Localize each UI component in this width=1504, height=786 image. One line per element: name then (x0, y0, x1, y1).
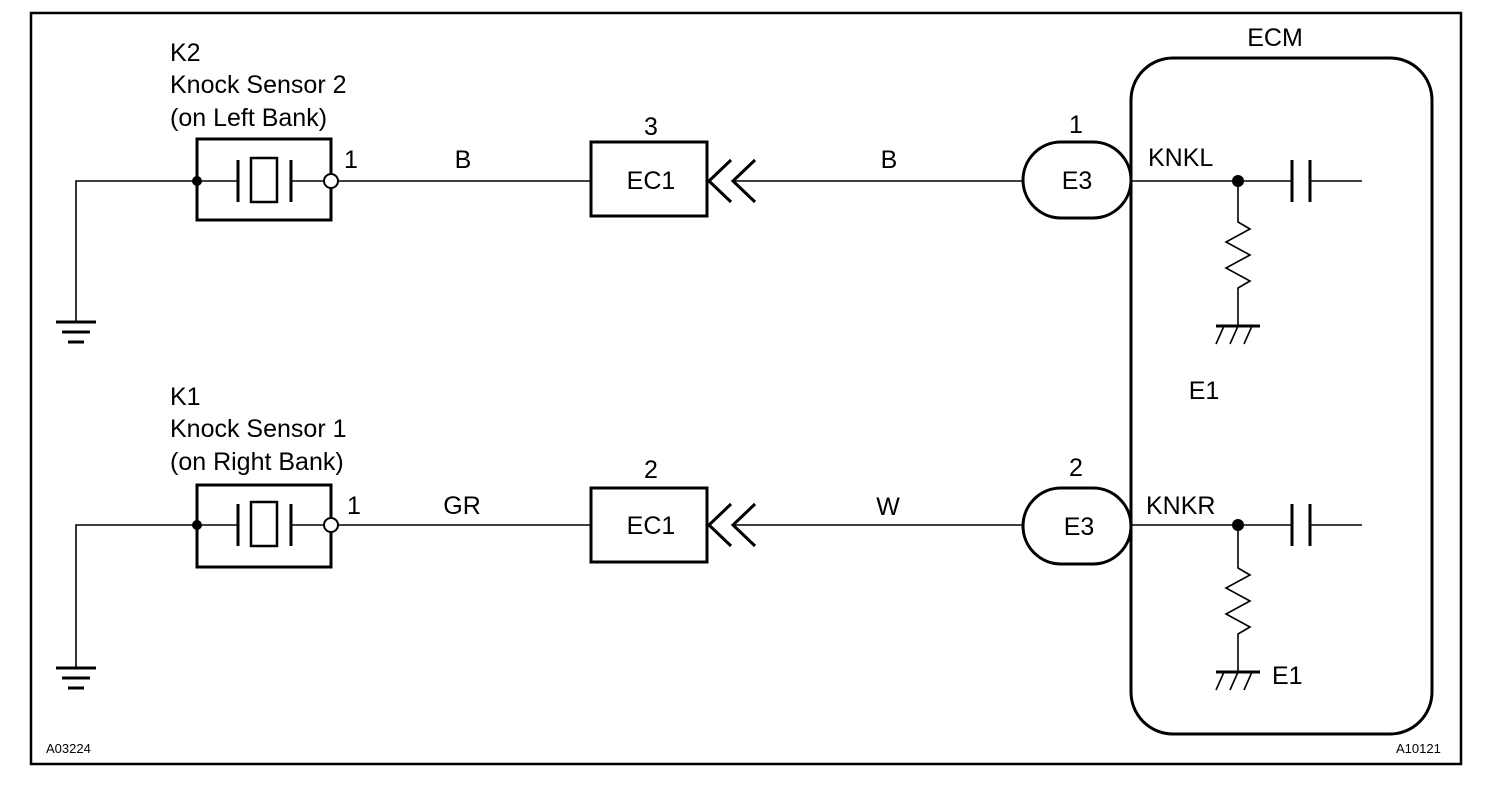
sensor-terminal (323, 517, 339, 533)
piezo-crystal-icon (236, 500, 293, 548)
ecm-ground-mid-label: E1 (1189, 377, 1220, 405)
chassis-ground-icon (1215, 324, 1260, 345)
capacitor-icon (1290, 504, 1312, 546)
ecm-unit (1129, 56, 1434, 736)
ecm-title: ECM (1247, 24, 1303, 52)
resistor-icon (1224, 525, 1252, 672)
sensor2-pin: 1 (344, 146, 358, 174)
piezo-crystal-icon (236, 156, 293, 204)
connector-bottom-wire-color: W (876, 493, 900, 521)
ground-symbol-bottom-left (56, 666, 96, 690)
sensor1-name: Knock Sensor 1 (170, 415, 347, 443)
sensor1-id: K1 (170, 383, 201, 411)
ecm-conn-top-pin: 1 (1069, 111, 1083, 139)
connector-bottom-pin: 2 (644, 456, 658, 484)
knock-sensor-2-circuit (56, 137, 1133, 344)
connector-top-wire-color: B (881, 146, 898, 174)
capacitor-icon (1290, 160, 1312, 202)
ecm-conn-top-name: E3 (1062, 167, 1093, 195)
ecm-box (1129, 56, 1434, 736)
connector-top-name: EC1 (627, 167, 676, 195)
junction-dot (192, 176, 202, 186)
figure-code-right: A10121 (1396, 741, 1441, 756)
diagram-frame (29, 11, 1463, 766)
connector-bottom-name: EC1 (627, 512, 676, 540)
sensor1-wire-color: GR (443, 492, 481, 520)
sensor1-pin: 1 (347, 492, 361, 520)
ecm-ground-bottom-label: E1 (1272, 662, 1303, 690)
ecm-conn-bottom-pin: 2 (1069, 454, 1083, 482)
sensor2-wire-color: B (455, 146, 472, 174)
resistor-icon (1224, 181, 1252, 326)
knock-sensor-1-circuit (56, 483, 1133, 690)
sensor2-id: K2 (170, 39, 201, 67)
ecm-signal-knkr: KNKR (1146, 492, 1215, 520)
sensor-terminal (323, 173, 339, 189)
chassis-ground-icon (1215, 670, 1260, 691)
ecm-conn-bottom-name: E3 (1064, 513, 1095, 541)
sensor1-location: (on Right Bank) (170, 448, 344, 476)
sensor2-name: Knock Sensor 2 (170, 71, 347, 99)
ground-symbol-top-left (56, 320, 96, 344)
junction-dot (192, 520, 202, 530)
connector-top-pin: 3 (644, 113, 658, 141)
connector-ec1-bottom (589, 486, 709, 564)
figure-code-left: A03224 (46, 741, 91, 756)
sensor2-location: (on Left Bank) (170, 104, 327, 132)
connector-ec1-top (589, 140, 709, 218)
ecm-signal-knkl: KNKL (1148, 144, 1213, 172)
